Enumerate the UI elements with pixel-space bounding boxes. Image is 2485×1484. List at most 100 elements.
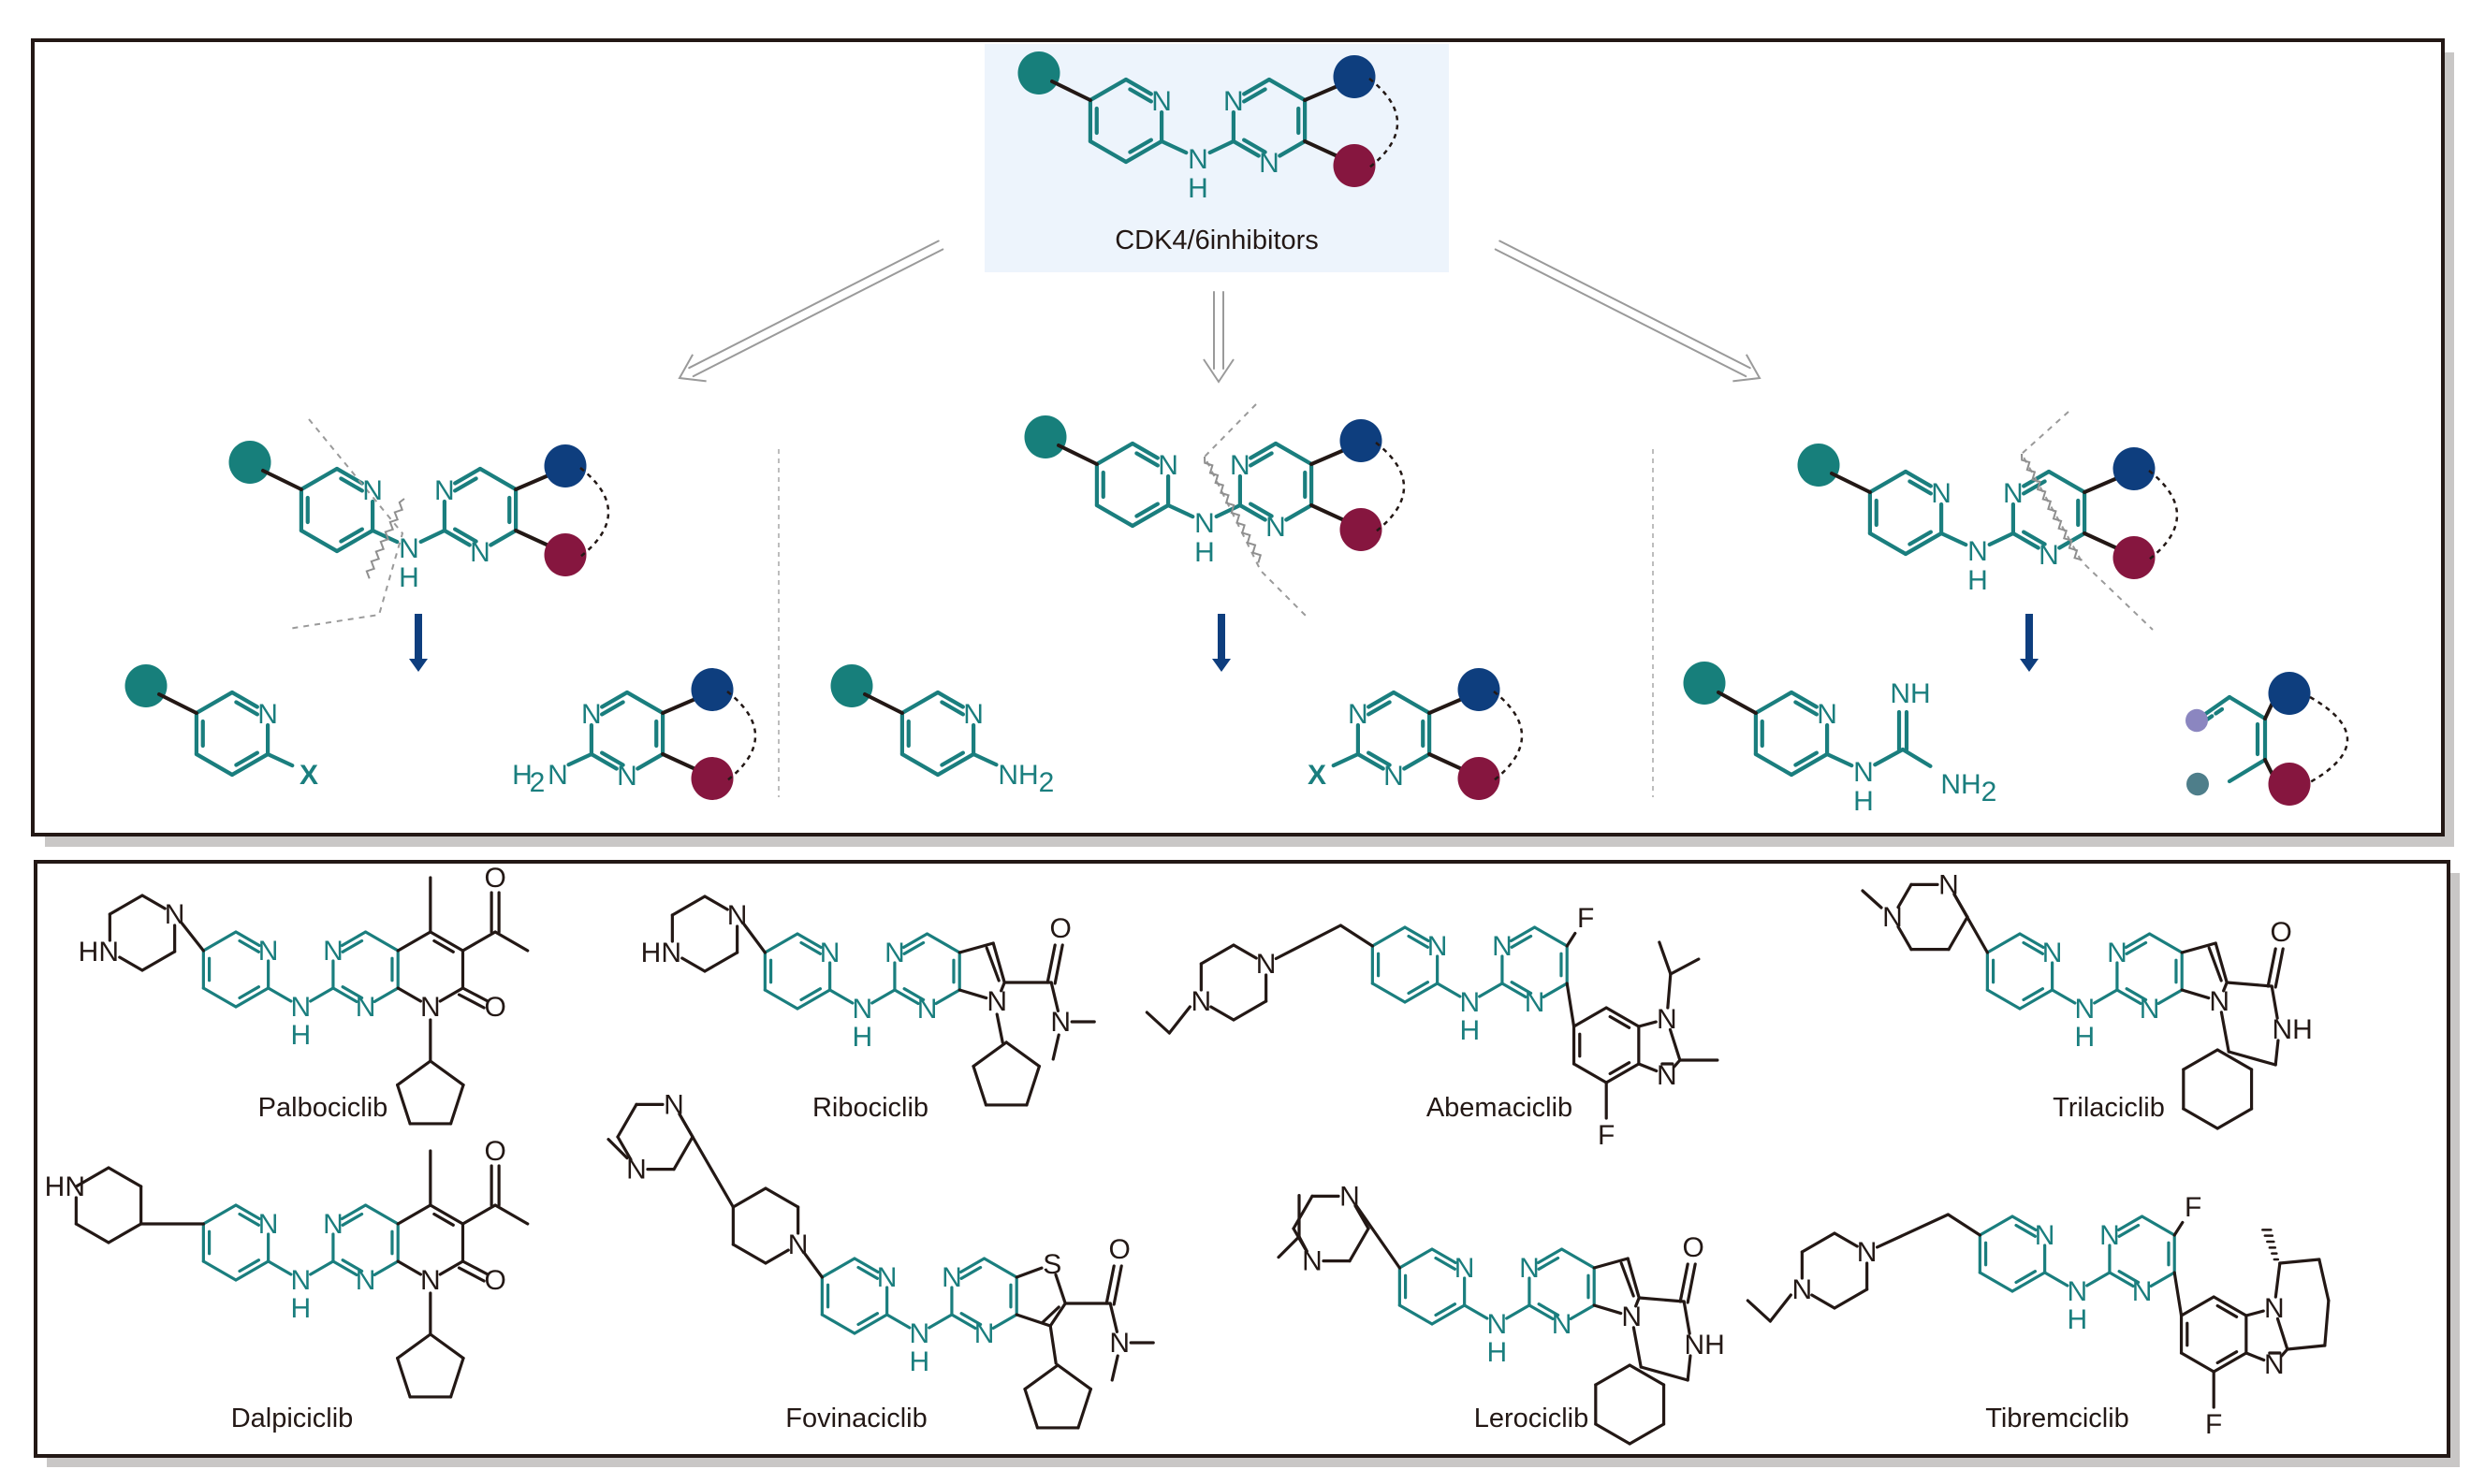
bond — [799, 987, 823, 1002]
bond-to-r2 — [2083, 476, 2119, 494]
bond — [1686, 1262, 1697, 1304]
atom-NH-H: H — [399, 562, 419, 593]
atom-label: HN — [641, 938, 681, 968]
bond — [107, 1222, 143, 1244]
bond — [1134, 451, 1160, 468]
r2-group-blue-circle — [2112, 447, 2156, 490]
bond — [1789, 751, 1830, 778]
dotted-ring-closure — [1368, 78, 1399, 168]
atom-N: N — [877, 1262, 898, 1293]
atom-N: N — [1348, 699, 1368, 730]
bond — [2278, 1258, 2321, 1265]
atom-label: N — [165, 899, 185, 930]
bond — [1123, 138, 1164, 165]
bond — [1608, 1061, 1631, 1076]
atom-N: N — [1151, 86, 1172, 117]
bond — [140, 894, 167, 910]
bond — [796, 932, 823, 950]
drug-name-label: Fovinaciclib — [785, 1404, 928, 1433]
atom-H: H — [1459, 1015, 1480, 1046]
atom-N: N — [2042, 938, 2063, 968]
atom-N: N — [470, 537, 490, 568]
atom-F: F — [1598, 1120, 1615, 1151]
bond — [1753, 751, 1794, 778]
bond-to-r2 — [514, 473, 550, 491]
bond — [934, 988, 961, 1006]
bond — [1900, 747, 1933, 768]
bond — [2124, 932, 2152, 950]
atom-H2N-H: H — [512, 760, 533, 791]
bond — [1875, 1213, 1950, 1249]
dotted-ring-closure — [579, 467, 610, 558]
bond — [820, 1313, 856, 1335]
bond — [856, 1312, 880, 1327]
bond — [2022, 987, 2045, 1002]
bond — [1054, 1273, 1067, 1305]
bond — [670, 895, 707, 917]
bond — [2227, 1050, 2277, 1067]
bond — [2180, 988, 2211, 1000]
bond-to-r2 — [1309, 448, 1346, 466]
bond — [1104, 1264, 1116, 1305]
arrow-head — [1732, 354, 1761, 383]
bond — [853, 1257, 880, 1274]
bond — [607, 1138, 629, 1160]
r1-group-teal-circle — [1024, 415, 1067, 458]
bond — [995, 1012, 1004, 1044]
atom-N: N — [2264, 1293, 2285, 1324]
bond — [678, 1113, 735, 1209]
bond — [589, 751, 619, 771]
atom-N: N — [2067, 1276, 2087, 1307]
bond — [339, 476, 364, 493]
bond — [928, 1313, 954, 1330]
bond — [2212, 1351, 2248, 1374]
bond — [803, 1252, 824, 1279]
bond — [1367, 700, 1392, 717]
bond — [396, 1259, 423, 1276]
bond — [680, 956, 707, 973]
bond — [460, 1259, 490, 1276]
bond — [229, 751, 270, 778]
wavy-bond-cut — [365, 498, 405, 579]
bond — [418, 528, 446, 545]
atom-NH-H: H — [1194, 537, 1215, 568]
atom-N: N — [581, 699, 602, 730]
bond-to-r1 — [1057, 444, 1099, 466]
wavy-bond-cut — [2021, 453, 2083, 561]
bond — [1626, 1257, 1641, 1300]
bond — [1167, 1005, 1191, 1035]
bond — [1407, 934, 1430, 949]
bond — [1571, 1062, 1608, 1084]
bond — [1867, 531, 1908, 557]
bond — [180, 921, 205, 953]
atom-label: N — [1191, 986, 1212, 1017]
bond — [340, 930, 368, 948]
bond — [453, 527, 478, 544]
bond — [1463, 1303, 1489, 1320]
atom-N: N — [323, 1209, 344, 1240]
atom-NH: NH — [2273, 1014, 2313, 1045]
atom-NH-N: N — [399, 533, 419, 564]
bond — [820, 1257, 856, 1279]
bond — [2093, 988, 2119, 1005]
bond — [1048, 1324, 1058, 1365]
atom-N: N — [1427, 931, 1448, 962]
bond — [334, 528, 375, 554]
bond — [935, 690, 965, 709]
atom-NH: NH — [1685, 1330, 1725, 1360]
bond — [299, 466, 340, 492]
bond — [2117, 1223, 2141, 1238]
bond — [2219, 1011, 2230, 1054]
bond — [1242, 87, 1267, 104]
bond — [396, 986, 423, 1003]
bond — [1793, 750, 1819, 767]
bond — [238, 1212, 261, 1227]
bond — [764, 1186, 800, 1209]
atom-N: N — [1552, 1309, 1572, 1340]
bond — [1108, 1302, 1119, 1333]
bond — [1266, 77, 1308, 103]
bond — [1094, 502, 1135, 529]
bond-to-r3 — [2263, 758, 2274, 777]
bond — [2116, 1215, 2144, 1232]
bond — [624, 690, 665, 716]
